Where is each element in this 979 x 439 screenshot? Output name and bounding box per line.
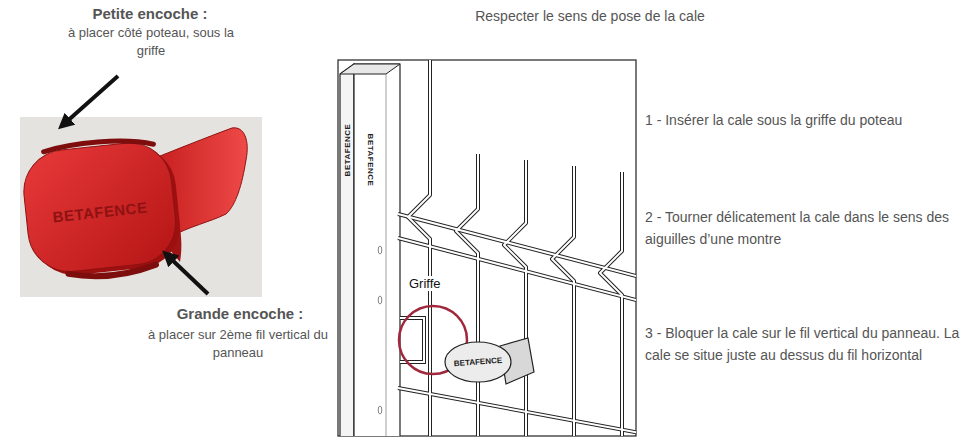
panel-wire	[600, 172, 622, 436]
step-text: 2 - Tourner délicatement la cale dans le…	[645, 207, 973, 250]
brand-logo: BETAFENCE	[52, 199, 148, 226]
callout-heading: Grande encoche :	[150, 304, 330, 324]
callout-text: à placer côté poteau, sous la griffe	[62, 24, 240, 59]
panel-wire	[552, 166, 574, 436]
leader-arrow	[168, 256, 208, 294]
panel-wire	[504, 160, 526, 436]
brand-logo: BETAFENCE	[454, 356, 503, 368]
photo-background	[20, 117, 262, 297]
panel-wire	[398, 238, 636, 301]
panel-wire	[600, 172, 622, 436]
brand-logo: BETAFENCE	[366, 134, 375, 187]
panel-wire	[456, 154, 478, 436]
panel-wire	[552, 166, 574, 436]
callout-text: à placer sur 2ème fil vertical du pannea…	[140, 326, 336, 361]
panel-wire	[408, 60, 430, 436]
diagram-title: Respecter le sens de pose de la cale	[440, 8, 740, 24]
panel-wire	[398, 214, 636, 277]
red-wedge	[19, 128, 247, 284]
panel-wire	[456, 154, 478, 436]
panel-wire	[398, 388, 636, 433]
brand-logo: BETAFENCE	[343, 124, 352, 177]
panel-wire	[504, 160, 526, 436]
callout-heading: Petite encoche :	[40, 4, 260, 24]
panel-wire	[398, 388, 636, 433]
step-text: 3 - Bloquer la cale sur le fil vertical …	[645, 323, 973, 366]
drawing-wedge	[445, 338, 534, 384]
panel-wire	[408, 60, 430, 436]
step-text: 1 - Insérer la cale sous la griffe du po…	[645, 110, 973, 132]
fence-drawing	[340, 60, 636, 436]
part-name: Griffe	[407, 276, 443, 291]
panel-wire	[398, 238, 636, 301]
leader-arrow	[64, 76, 118, 124]
